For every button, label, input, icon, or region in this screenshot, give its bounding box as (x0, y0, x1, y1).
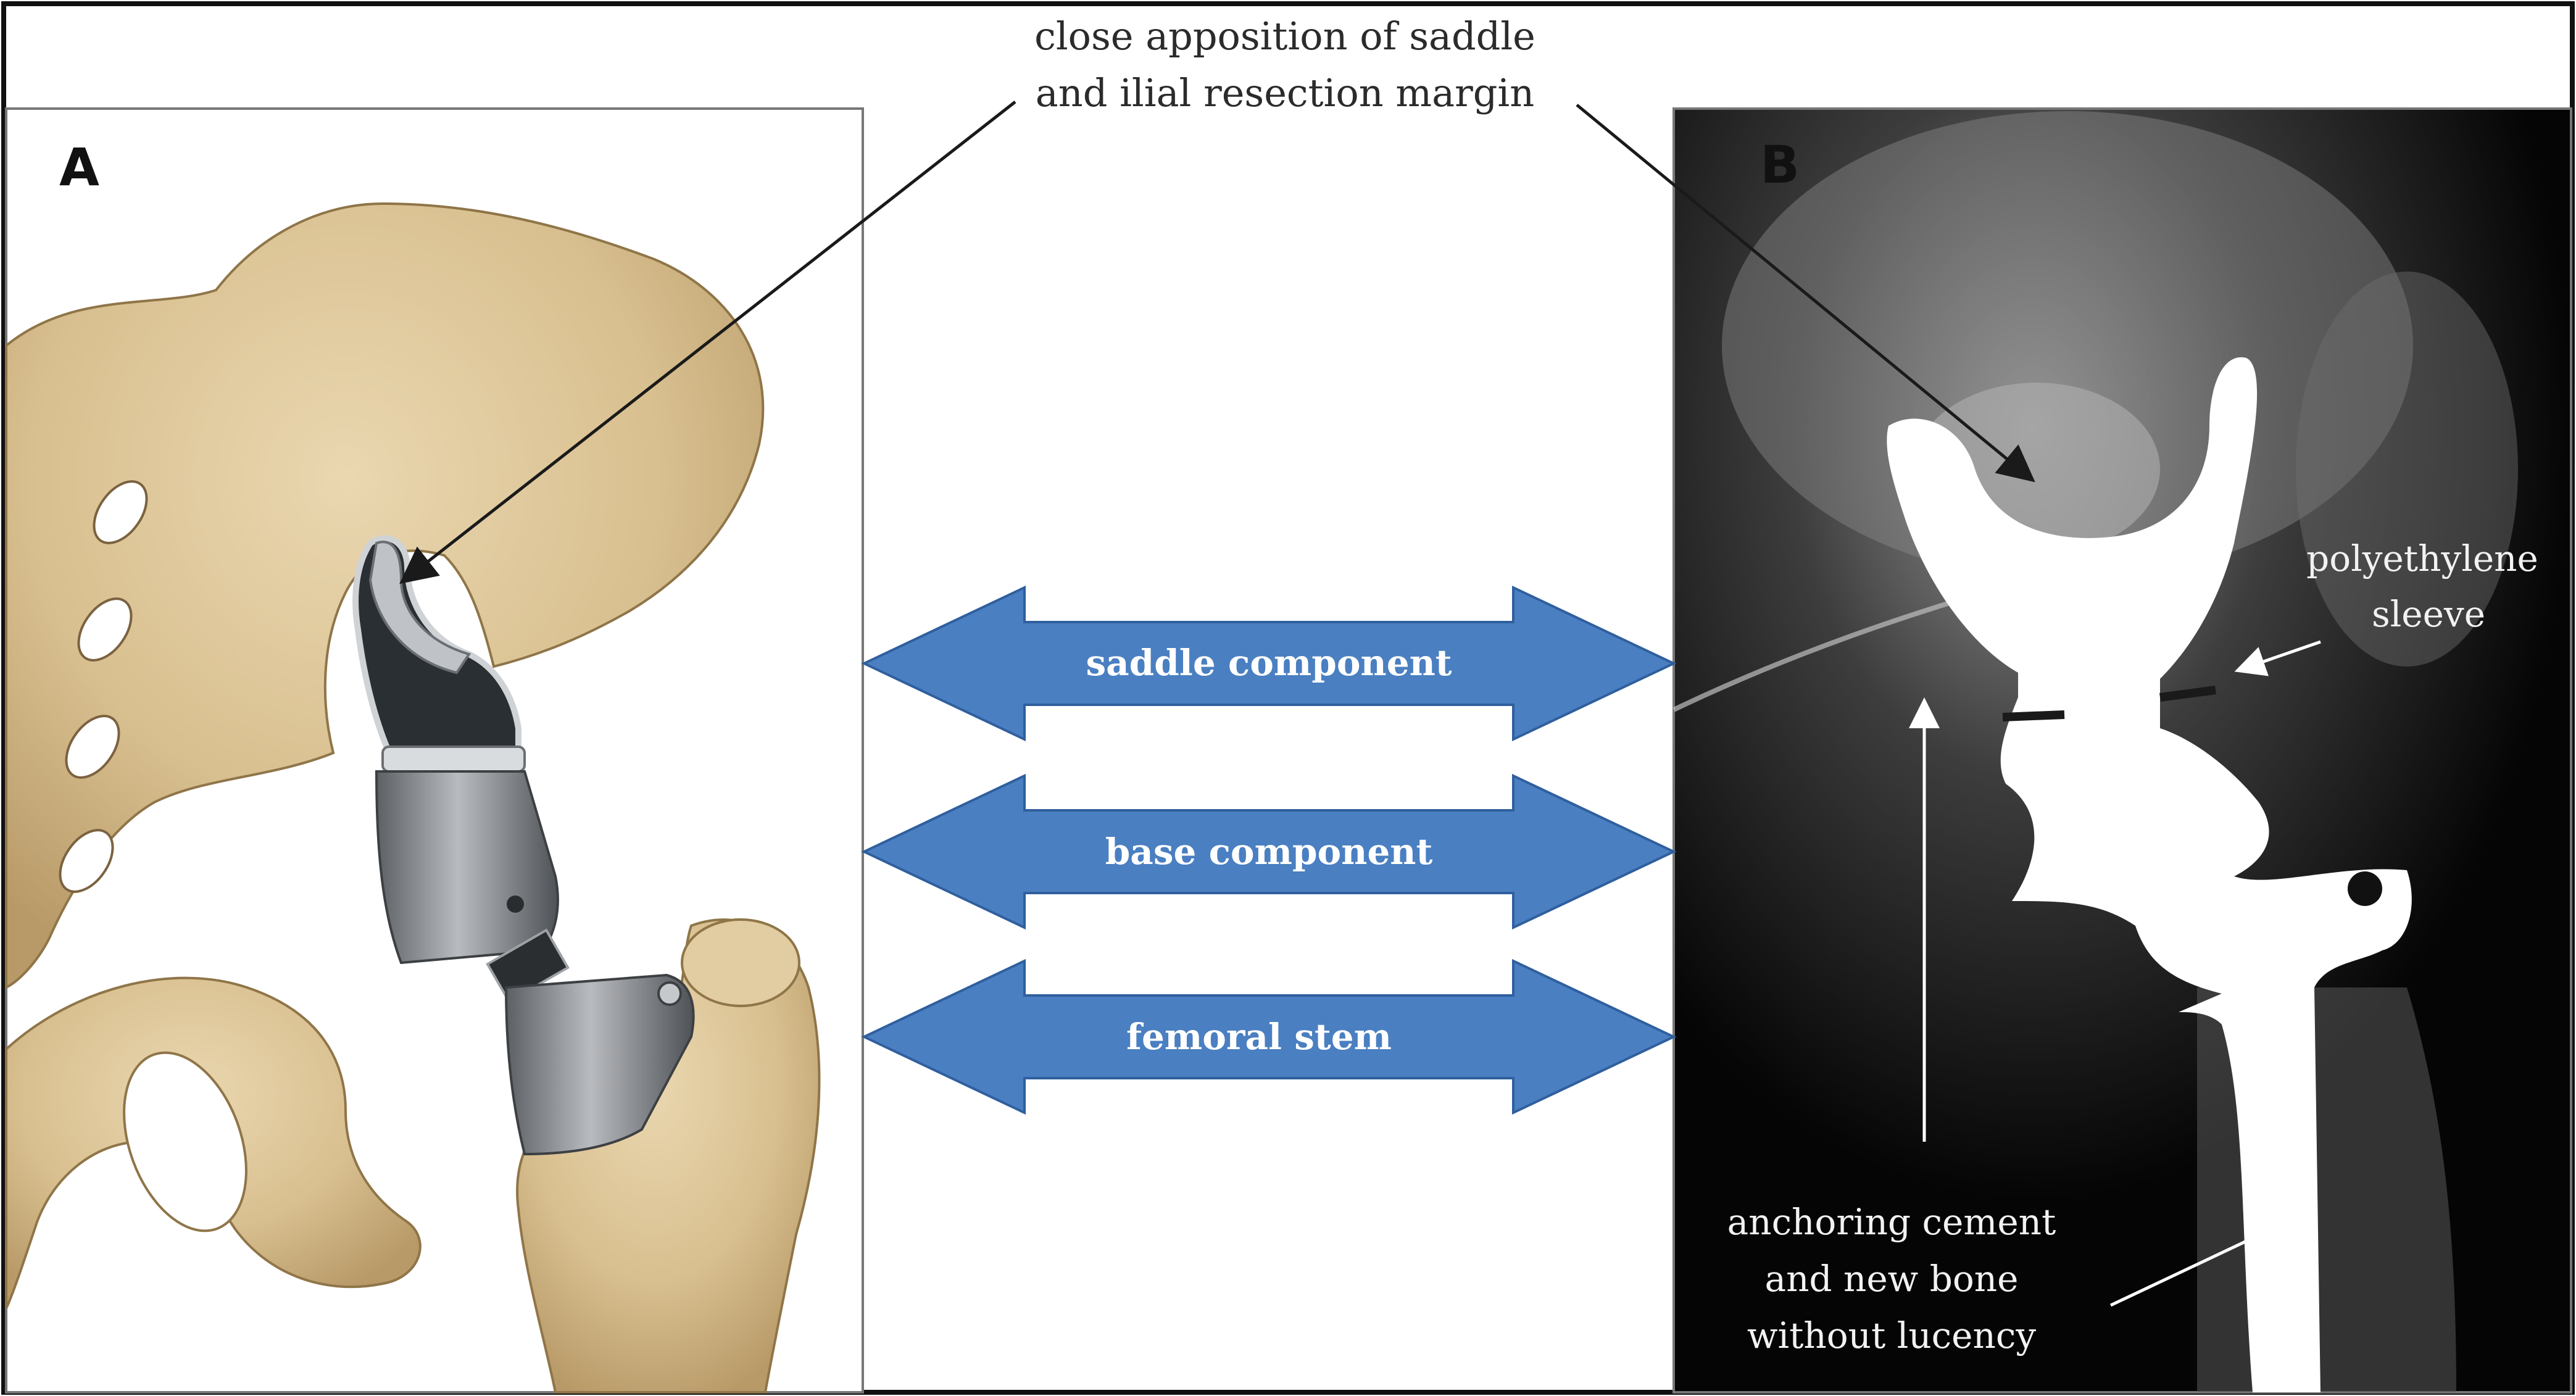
greater-trochanter (681, 918, 800, 1007)
sacral-foramen (65, 715, 120, 779)
double-arrow-base-label: base component (1105, 831, 1433, 873)
cement-label-line1: anchoring cement (1727, 1201, 2056, 1243)
panel-a-letter: A (59, 137, 99, 197)
stem-screw (657, 981, 682, 1006)
saddle-band (381, 746, 526, 773)
pointer-to-saddle-illustration (399, 101, 1016, 584)
pelvis-bone (5, 202, 765, 990)
double-arrow-femoral-label: femoral stem (1126, 1016, 1392, 1058)
sacral-foramen (59, 829, 114, 893)
base-screw (507, 895, 524, 913)
polyethylene-label-line2: sleeve (2372, 593, 2485, 635)
xray-implant-hole (2348, 871, 2382, 906)
polyethylene-annotation: polyethylene sleeve (2234, 538, 2538, 676)
cement-annotation: anchoring cement and new bone without lu… (1727, 697, 2287, 1357)
double-arrow-saddle: saddle component (861, 585, 1677, 742)
sacral-foramen (77, 597, 133, 662)
double-arrow-base-shape (861, 773, 1677, 930)
base-implant (375, 770, 559, 965)
saddle-horn (368, 541, 472, 675)
sacral-foramen (93, 480, 148, 544)
obturator-foramen (123, 1051, 247, 1232)
double-arrow-femoral: femoral stem (861, 958, 1677, 1115)
xray-sleeve-mark-right (2159, 686, 2216, 702)
xray-sleeve-mark-left (2002, 710, 2065, 721)
top-caption-group: close apposition of saddle and ilial res… (399, 14, 2035, 584)
panel-a-illustration: A (5, 107, 864, 1394)
femoral-stem-implant (504, 973, 695, 1156)
double-arrow-saddle-shape (861, 585, 1677, 742)
xray-implant (1887, 357, 2412, 1392)
polyethylene-pointer (2234, 640, 2321, 676)
double-arrow-saddle-label: saddle component (1086, 642, 1452, 684)
polyethylene-label-line1: polyethylene (2306, 538, 2538, 580)
panel-b-xray: B (1672, 107, 2572, 1394)
top-caption-line1: close apposition of saddle (1034, 14, 1535, 59)
cement-pointer-stem (2109, 1221, 2287, 1307)
cement-label-line2: and new bone (1765, 1258, 2019, 1300)
cement-label-line3: without lucency (1747, 1315, 2036, 1357)
panel-b-letter: B (1760, 135, 1800, 195)
pointer-to-saddle-xray (1576, 104, 2035, 483)
xray-ilium-right (2296, 272, 2518, 667)
top-caption-line2: and ilial resection margin (1036, 70, 1534, 115)
double-arrow-femoral-shape (861, 958, 1677, 1115)
double-arrow-base: base component (861, 773, 1677, 930)
